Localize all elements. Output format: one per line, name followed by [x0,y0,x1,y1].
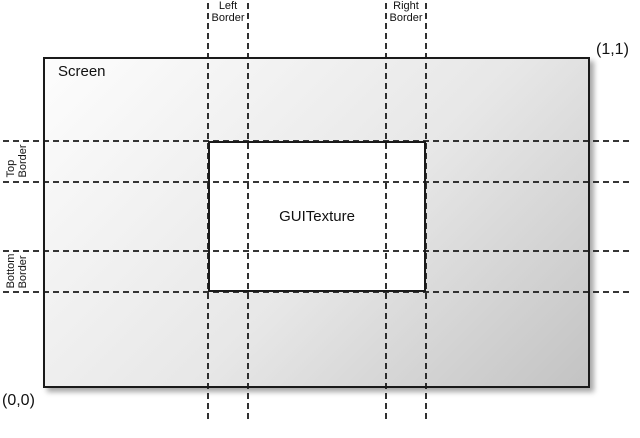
left-border-label: Left Border [208,0,248,24]
bottom-border-label-line2: Border [17,255,29,289]
right-border-label: Right Border [386,0,426,24]
left-border-label-line1: Left [218,0,238,12]
bottom-border-label-line1: Bottom [5,253,17,289]
bottom-border-label: Bottom Border [5,254,29,289]
screen-label: Screen [58,63,106,80]
top-border-label: Top Border [5,144,29,177]
right-border-label-line2: Border [389,12,423,24]
guitexture-label-text: GUITexture [279,208,355,225]
guitexture-label: GUITexture [208,141,426,292]
left-border-label-line2: Border [211,12,245,24]
right-border-label-line1: Right [393,0,419,12]
coord-origin: (0,0) [2,392,35,409]
guitexture-rect [208,141,426,292]
top-border-label-line1: Top [5,159,17,178]
coord-top-right: (1,1) [596,41,629,58]
top-border-label-line2: Border [17,144,29,178]
